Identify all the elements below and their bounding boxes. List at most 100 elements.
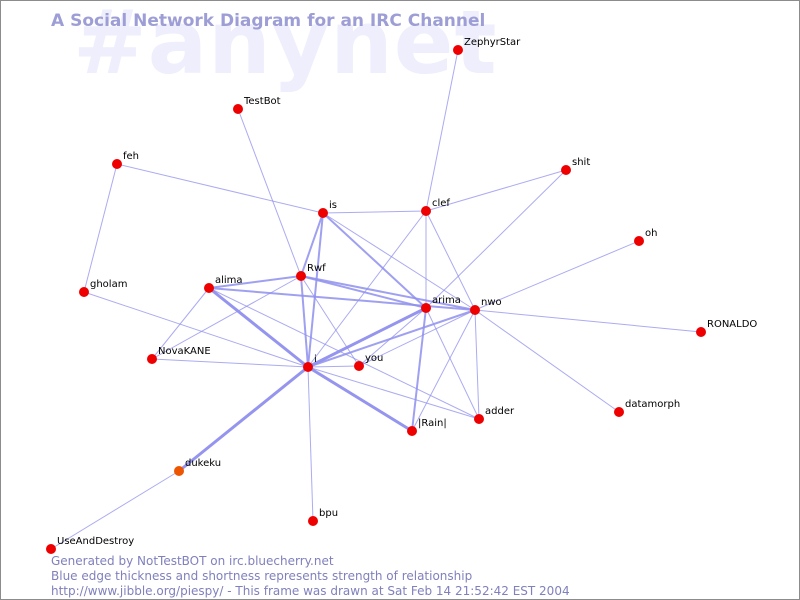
footer-generated-by: Generated by NotTestBOT on irc.bluecherr… — [51, 554, 334, 568]
edge-nwo-i — [307, 309, 476, 368]
node-dot — [696, 327, 706, 337]
edge-is-rwf — [300, 212, 324, 277]
node-dot — [296, 271, 306, 281]
edge-layer — [50, 49, 702, 550]
node-gholam: gholam — [79, 279, 127, 297]
edge-i-bpu — [307, 366, 314, 522]
edge-i-rain — [306, 365, 414, 433]
node-label: nwo — [481, 297, 502, 308]
node-dot — [204, 283, 214, 293]
node-bpu: bpu — [308, 508, 338, 526]
edge-feh-is — [116, 163, 324, 214]
edge-rwf-nwo — [300, 275, 476, 311]
node-label: ZephyrStar — [464, 37, 521, 48]
node-dot — [147, 354, 157, 364]
node-label: arima — [432, 295, 461, 306]
footer-link-timestamp: http://www.jibble.org/piespy/ - This fra… — [51, 584, 570, 598]
edge-novakane-i — [151, 358, 309, 368]
node-dukeku: dukeku — [174, 458, 221, 476]
edge-gholam-i — [83, 291, 309, 368]
node-testbot: TestBot — [233, 96, 281, 114]
edge-zephyrstar-clef — [425, 49, 459, 212]
node-ronaldo: RONALDO — [696, 319, 757, 337]
edge-arima-i — [306, 306, 428, 369]
node-label: NovaKANE — [158, 346, 211, 357]
edge-rwf-i — [300, 275, 309, 368]
node-shit: shit — [561, 157, 590, 175]
edge-rwf-you — [300, 275, 360, 367]
edge-oh-nwo — [474, 240, 640, 311]
edge-alima-rwf — [208, 275, 302, 289]
node-datamorph: datamorph — [614, 399, 680, 417]
node-dot — [614, 407, 624, 417]
edge-rwf-novakane — [151, 275, 302, 360]
edge-feh-gholam — [83, 163, 118, 293]
node-dot — [421, 206, 431, 216]
node-dot — [112, 159, 122, 169]
node-rain: |Rain| — [407, 418, 447, 436]
edge-shit-arima — [425, 169, 567, 309]
node-dot — [174, 466, 184, 476]
node-dot — [318, 208, 328, 218]
node-arima: arima — [421, 295, 461, 313]
node-dot — [561, 165, 571, 175]
edge-alima-adder — [208, 287, 480, 420]
node-oh: oh — [634, 228, 657, 246]
node-dot — [46, 544, 56, 554]
node-dot — [354, 361, 364, 371]
node-alima: alima — [204, 275, 243, 293]
edge-nwo-adder — [474, 309, 480, 420]
node-clef: clef — [421, 198, 450, 216]
edge-arima-adder — [425, 307, 480, 420]
node-you: you — [354, 353, 383, 371]
edge-i-you — [307, 365, 360, 368]
node-label: adder — [485, 406, 515, 417]
node-feh: feh — [112, 151, 139, 169]
edge-clef-nwo — [425, 210, 476, 311]
node-i: i — [303, 354, 317, 372]
node-dot — [308, 516, 318, 526]
node-dot — [470, 305, 480, 315]
node-useanddestroy: UseAndDestroy — [46, 536, 134, 554]
edge-arima-you — [358, 307, 427, 367]
edge-nwo-you — [358, 309, 476, 367]
edge-rwf-arima — [300, 275, 427, 309]
node-label: dukeku — [185, 458, 221, 469]
node-dot — [474, 414, 484, 424]
edge-is-clef — [322, 210, 427, 214]
node-label: alima — [215, 275, 243, 286]
edge-is-nwo — [322, 212, 476, 311]
node-label: oh — [645, 228, 657, 239]
footer: Generated by NotTestBOT on irc.bluecherr… — [51, 554, 570, 599]
node-label: feh — [123, 151, 139, 162]
edge-nwo-datamorph — [474, 309, 620, 413]
edge-nwo-rain — [411, 309, 476, 432]
node-dot — [407, 426, 417, 436]
channel-watermark: #anynet — [73, 0, 498, 94]
diagram-title: A Social Network Diagram for an IRC Chan… — [51, 11, 486, 31]
node-adder: adder — [474, 406, 515, 424]
node-dot — [453, 45, 463, 55]
node-dot — [303, 362, 313, 372]
node-label: i — [314, 354, 317, 365]
edge-is-i — [307, 212, 324, 368]
edge-i-dukeku — [177, 365, 310, 473]
footer-legend-note: Blue edge thickness and shortness repres… — [51, 569, 473, 583]
node-label: bpu — [319, 508, 338, 519]
node-label: UseAndDestroy — [57, 536, 134, 547]
node-label: |Rain| — [418, 418, 447, 429]
edge-nwo-ronaldo — [474, 309, 702, 333]
edge-testbot-rwf — [237, 108, 302, 277]
node-novakane: NovaKANE — [147, 346, 211, 364]
node-label: you — [365, 353, 383, 364]
node-zephyrstar: ZephyrStar — [453, 37, 521, 55]
node-label: shit — [572, 157, 590, 168]
node-label: datamorph — [625, 399, 680, 410]
node-dot — [233, 104, 243, 114]
node-rwf: Rwf — [296, 263, 326, 281]
node-label: is — [329, 200, 337, 211]
edge-i-adder — [307, 366, 480, 420]
